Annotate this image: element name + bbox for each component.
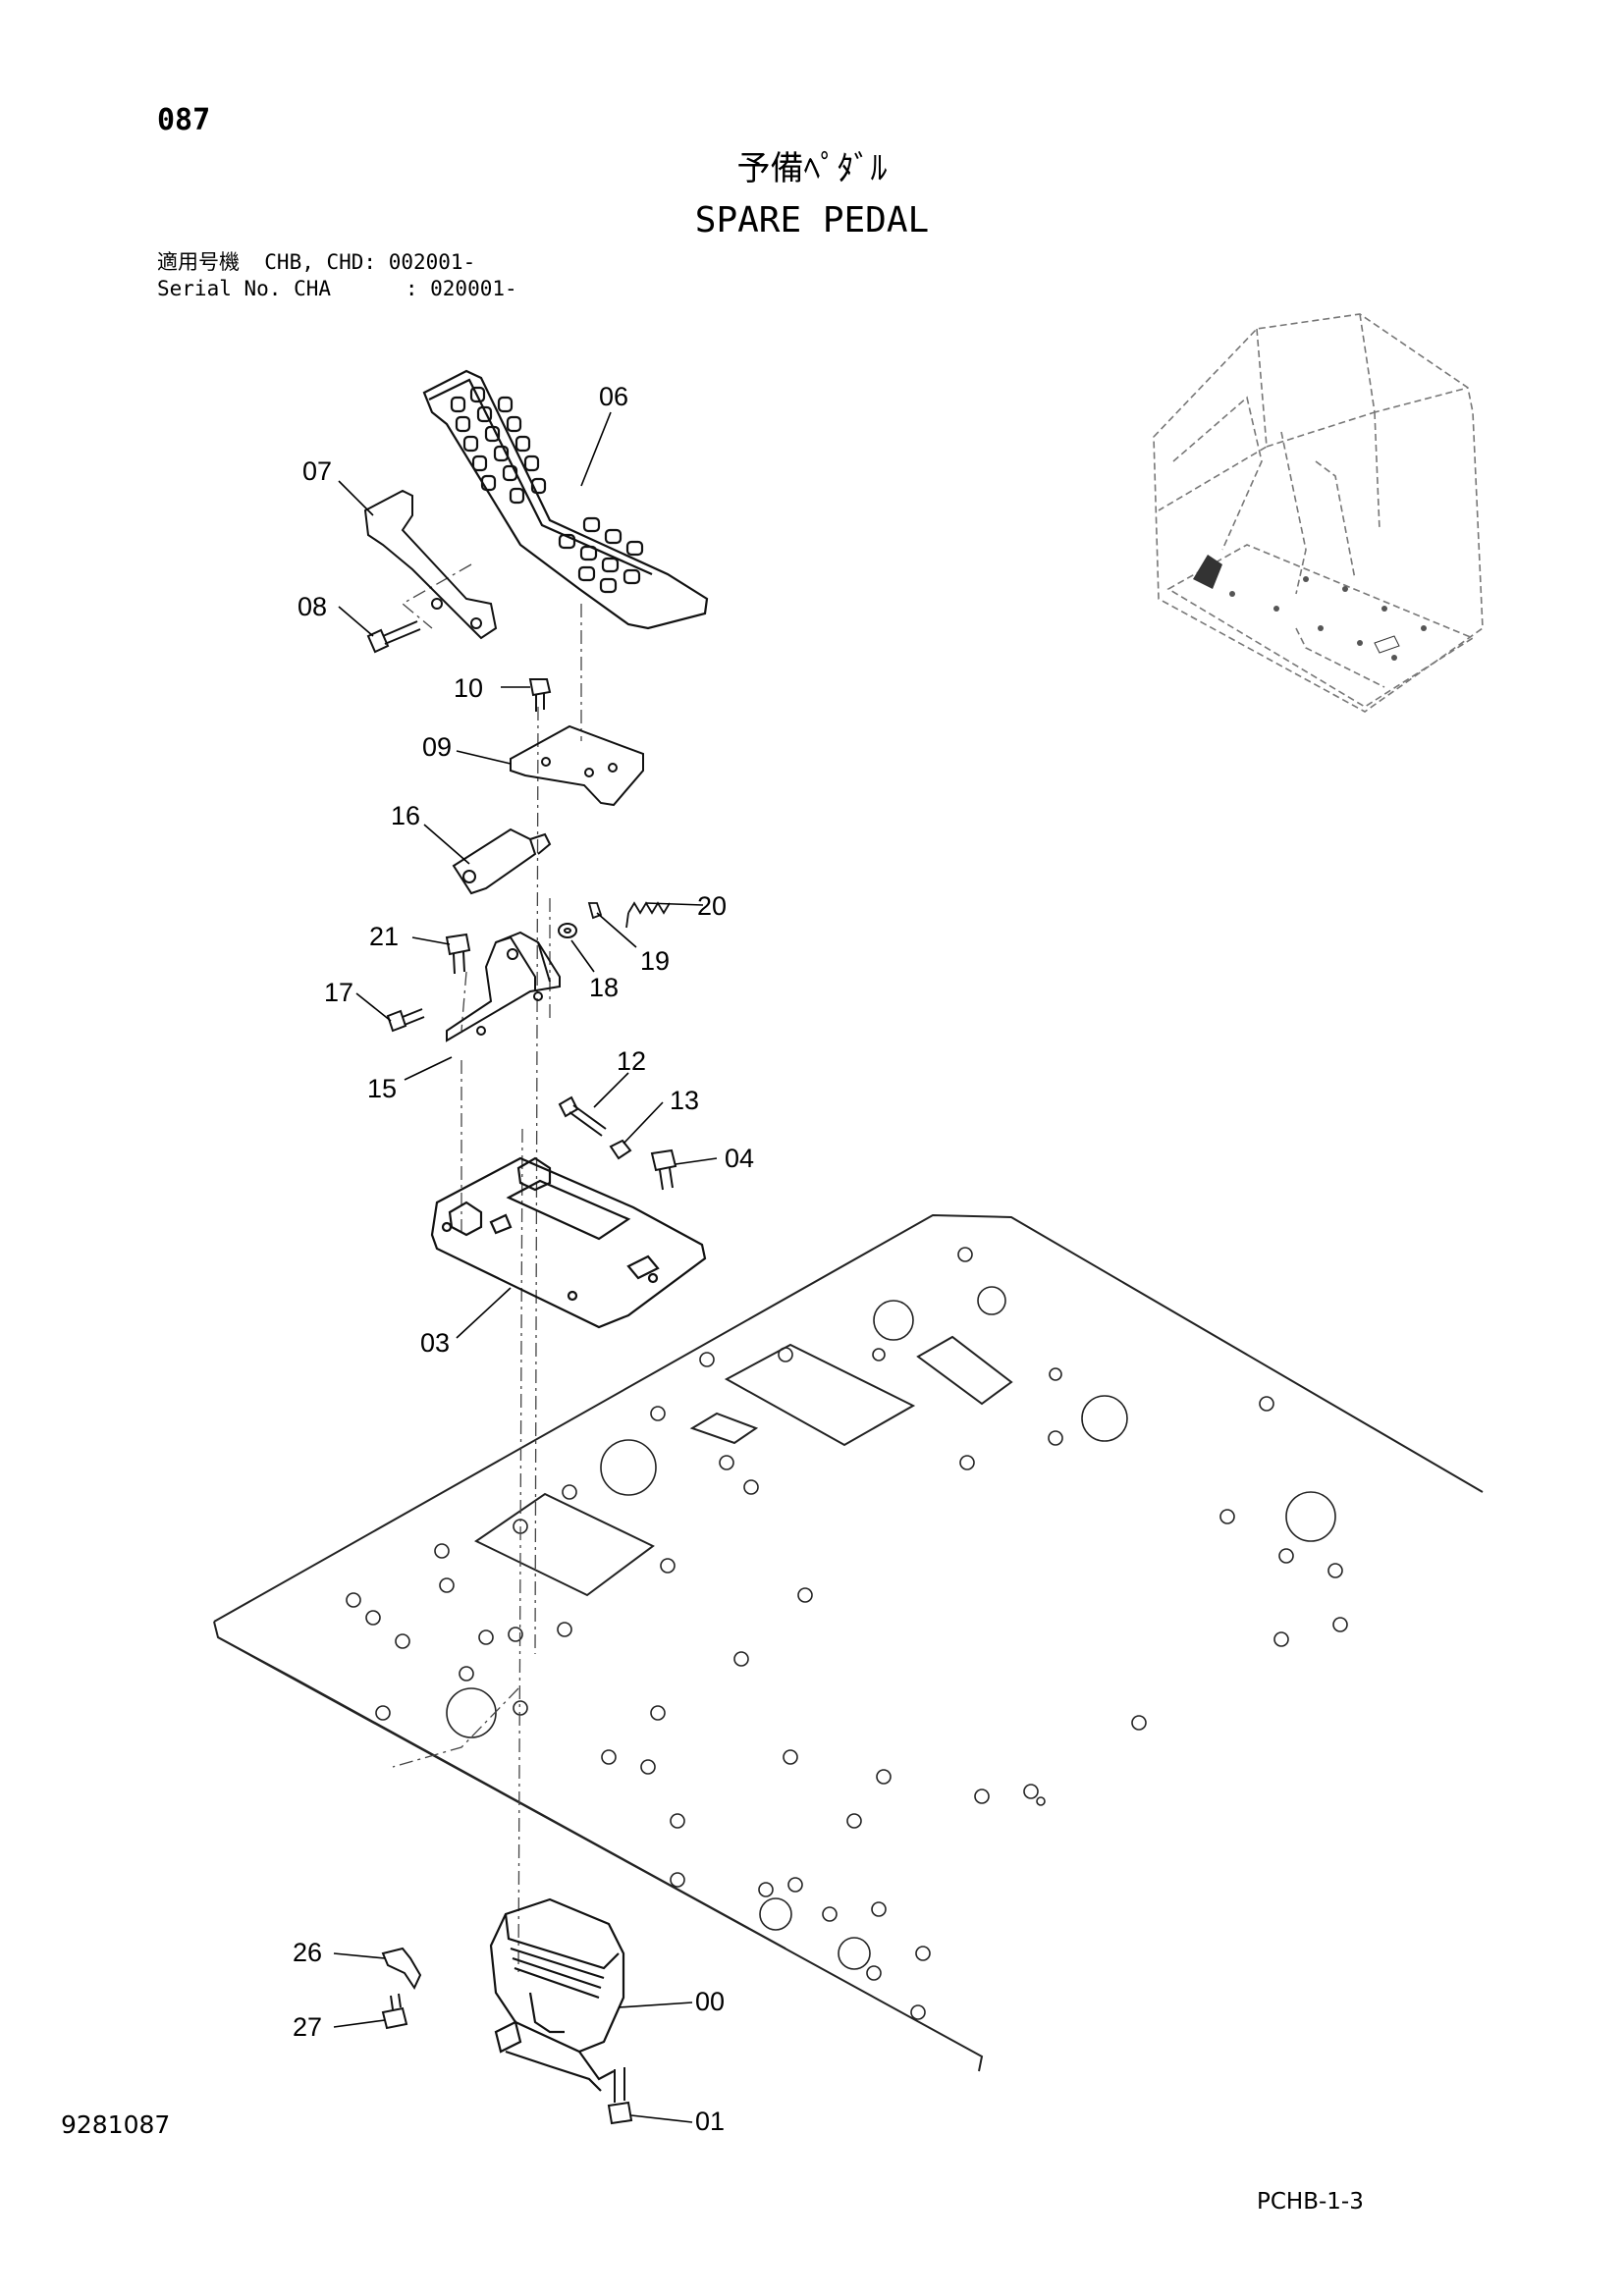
- pedal-bracket-part-15: [446, 931, 561, 1042]
- callout-08: 08: [298, 592, 327, 621]
- clamp-part-26: [381, 1947, 422, 1991]
- bolt-part-10: [528, 678, 552, 712]
- cab-thumbnail-illustration: [1153, 313, 1484, 713]
- sheet-reference: PCHB-1-3: [1257, 2189, 1364, 2215]
- callout-04: 04: [725, 1144, 754, 1173]
- serial-number-line: Serial No. CHA : 020001-: [157, 277, 517, 300]
- callout-00: 00: [695, 1987, 725, 2016]
- bolt-part-01: [607, 2067, 633, 2125]
- callout-16: 16: [391, 801, 420, 830]
- long-bolt-part-12: [558, 1095, 607, 1137]
- nut-part-13: [609, 1139, 632, 1160]
- callout-15: 15: [367, 1074, 397, 1103]
- hinge-plate-part-09: [510, 724, 644, 807]
- callout-26: 26: [293, 1938, 322, 1967]
- bolt-part-17: [386, 1008, 425, 1033]
- drawing-number: 9281087: [61, 2110, 171, 2139]
- callout-27: 27: [293, 2012, 322, 2042]
- page-title: SPARE PEDAL: [694, 200, 930, 240]
- applicability-line: 適用号機 CHB, CHD: 002001-: [157, 250, 476, 274]
- bracket-part-07: [363, 489, 498, 640]
- floor-plate-holes: [346, 1247, 1348, 2020]
- bolt-part-27: [381, 1993, 408, 2030]
- bolt-part-04: [650, 1148, 677, 1191]
- callout-leader-lines: [333, 411, 718, 2123]
- callout-19: 19: [640, 946, 670, 976]
- switch-part-16: [452, 828, 552, 895]
- pin-part-19: [587, 902, 603, 920]
- bolt-part-08: [366, 620, 421, 654]
- callout-01: 01: [695, 2107, 725, 2136]
- base-plate-part-03: [430, 1156, 707, 1329]
- page-title-japanese: 予備ﾍﾟﾀﾞﾙ: [736, 149, 888, 188]
- callout-03: 03: [420, 1328, 450, 1358]
- callout-13: 13: [670, 1086, 699, 1115]
- spring-part-20: [625, 901, 671, 929]
- callout-18: 18: [589, 973, 619, 1002]
- cab-floor-detail: [1193, 555, 1427, 661]
- switch-unit-part-00: [489, 1897, 625, 2092]
- floor-plate: [213, 1213, 1484, 2072]
- pedal-pad-part-06: [422, 369, 709, 630]
- callout-17: 17: [324, 978, 353, 1007]
- callout-06: 06: [599, 382, 628, 411]
- callout-09: 09: [422, 732, 452, 762]
- callout-21: 21: [369, 922, 399, 951]
- callout-12: 12: [617, 1046, 646, 1076]
- callout-10: 10: [454, 673, 483, 703]
- washer-part-18: [558, 923, 577, 938]
- assembly-center-lines: [392, 563, 582, 1974]
- callout-07: 07: [302, 456, 332, 486]
- page-number: 087: [157, 103, 211, 137]
- bolt-part-21: [445, 933, 471, 975]
- callout-20: 20: [697, 891, 727, 921]
